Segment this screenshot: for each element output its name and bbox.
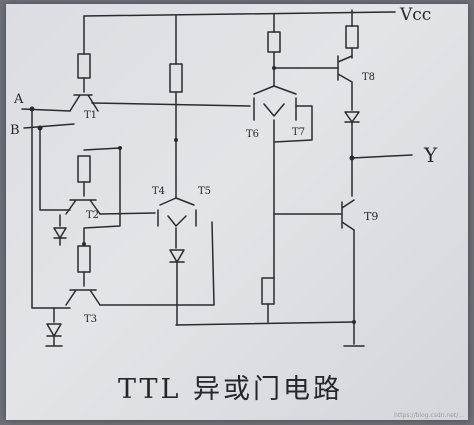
label-t9: T9 [364, 210, 378, 223]
output-label: Y [423, 143, 438, 167]
vcc-rail [83, 11, 396, 17]
diagram-caption: TTL 异或门电路 [118, 374, 343, 405]
label-t8: T8 [362, 72, 375, 83]
output-wire [351, 154, 413, 159]
paper-sheet [6, 4, 468, 420]
transistor-t9 [341, 199, 355, 231]
input-a-label: A [13, 92, 24, 107]
input-a-wire [21, 108, 71, 112]
ground-bus [175, 321, 355, 326]
label-t1: T1 [84, 110, 97, 121]
transistor-t2 [65, 199, 101, 215]
label-t7: T7 [292, 127, 305, 138]
transistor-t3 [65, 289, 101, 306]
watermark: https://blog.csdn.net/... [394, 412, 464, 419]
label-t3: T3 [84, 314, 97, 325]
label-t2: T2 [86, 210, 99, 221]
label-t6: T6 [246, 129, 259, 140]
input-b-label: B [10, 123, 20, 138]
label-t5: T5 [198, 186, 211, 197]
transistor-t4-t5 [157, 197, 197, 227]
vcc-label: Vcc [399, 5, 431, 25]
label-t4: T4 [152, 186, 165, 197]
transistor-t6-t7 [253, 85, 297, 121]
